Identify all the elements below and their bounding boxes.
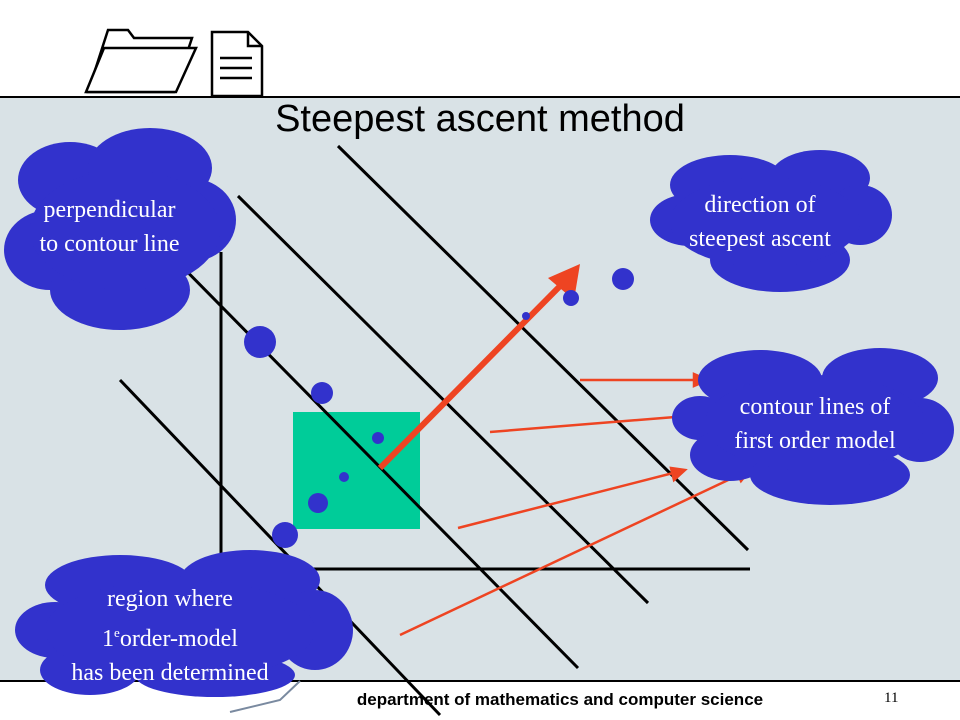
direction-line2: steepest ascent <box>689 226 831 252</box>
region-line2-prefix: 1 <box>102 626 115 652</box>
path-dot <box>563 290 579 306</box>
perpendicular-callout-text: perpendicular to contour line <box>2 193 217 261</box>
contour-line2: first order model <box>734 428 896 454</box>
region-line1: region where <box>107 586 233 612</box>
perpendicular-line1: perpendicular <box>43 197 176 223</box>
contour-line1: contour lines of <box>739 394 891 420</box>
first-order-region <box>293 412 420 529</box>
direction-callout-text: direction of steepest ascent <box>660 188 860 256</box>
region-callout-text: region where 1eorder-model has been dete… <box>30 582 310 690</box>
region-line2-sup: e <box>114 625 120 640</box>
cloud-perpendicular <box>4 128 236 330</box>
path-dot <box>308 493 328 513</box>
cloud-direction <box>650 150 892 292</box>
slide-title: Steepest ascent method <box>275 98 685 140</box>
path-dot <box>244 326 276 358</box>
region-line2: 1eorder-model <box>30 616 310 656</box>
path-dot <box>272 522 298 548</box>
path-dot <box>522 312 530 320</box>
path-dot <box>339 472 349 482</box>
footer-text: department of mathematics and computer s… <box>356 690 764 709</box>
direction-line1: direction of <box>704 192 816 218</box>
path-dot <box>311 382 333 404</box>
perpendicular-line2: to contour line <box>39 231 180 257</box>
cloud-region <box>15 550 353 697</box>
contour-callout-text: contour lines of first order model <box>700 390 930 458</box>
page-number: 11 <box>884 690 899 706</box>
contour-line-1 <box>118 378 442 717</box>
region-line2-suffix: order-model <box>119 626 238 652</box>
footer-connector <box>229 680 301 713</box>
contour-line-4 <box>336 144 750 552</box>
steepest-ascent-arrow <box>377 277 569 471</box>
document-icon <box>210 30 264 98</box>
folder-icon <box>84 28 198 94</box>
region-line3: has been determined <box>71 660 269 686</box>
path-dot <box>372 432 384 444</box>
path-dot <box>612 268 634 290</box>
contour-line-2 <box>146 230 580 670</box>
cloud-contour <box>672 348 954 505</box>
contour-line-3 <box>236 194 650 605</box>
